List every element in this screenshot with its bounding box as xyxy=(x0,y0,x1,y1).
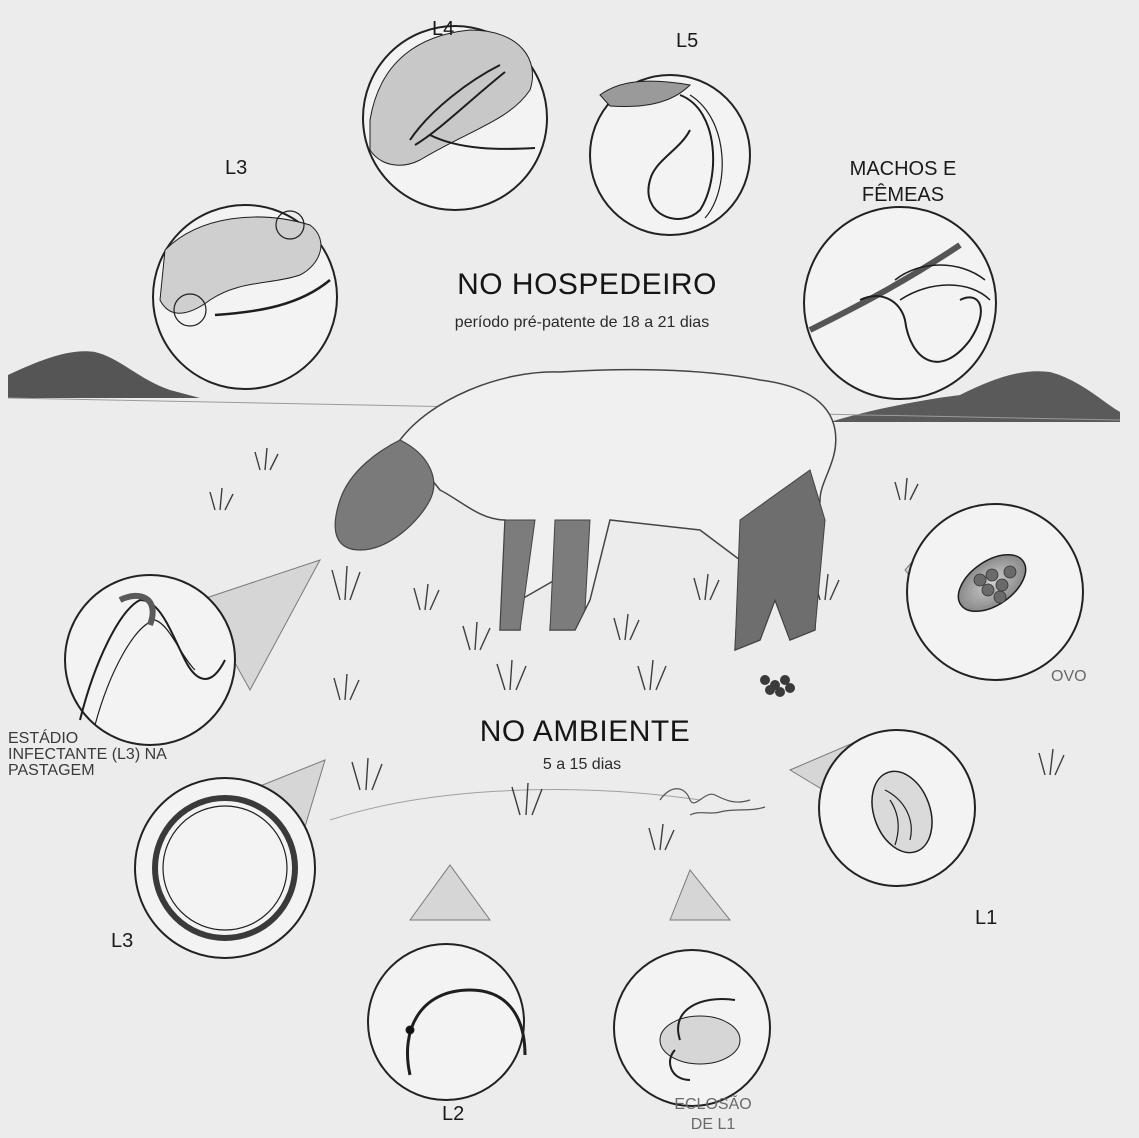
grass-tuft xyxy=(694,574,719,600)
blastomere xyxy=(982,584,994,596)
label-adults-line2: FÊMEAS xyxy=(862,184,944,207)
grass-tuft xyxy=(1039,749,1064,775)
label-hatching-line2: DE L1 xyxy=(691,1116,735,1134)
label-hatching-line1: ECLOSÃO xyxy=(674,1096,751,1114)
artist-signature xyxy=(660,789,765,815)
grass-tuft xyxy=(512,783,542,815)
sheep-head xyxy=(335,440,434,550)
label-l1: L1 xyxy=(975,907,997,930)
left-hill xyxy=(8,351,200,398)
l2-head xyxy=(406,1026,414,1034)
label-l5: L5 xyxy=(676,30,698,53)
cone-l2 xyxy=(410,865,490,920)
blastomere xyxy=(986,569,998,581)
ground-shading xyxy=(330,790,700,820)
label-l2: L2 xyxy=(442,1103,464,1126)
label-egg: OVO xyxy=(1051,668,1087,686)
sheep xyxy=(335,370,836,697)
environment-subtitle: 5 a 15 dias xyxy=(543,756,621,774)
grass-tuft xyxy=(649,824,674,850)
label-infective-line1: ESTÁDIO xyxy=(8,731,78,746)
grass-tuft xyxy=(463,622,490,650)
pellet xyxy=(775,687,785,697)
pellet xyxy=(765,685,775,695)
grass-tuft xyxy=(255,448,278,470)
label-adults-line1: MACHOS E xyxy=(850,158,957,181)
grass-tuft xyxy=(614,614,639,640)
feces-pellets xyxy=(760,675,795,697)
grass-tuft xyxy=(210,488,233,510)
blastomere xyxy=(994,591,1006,603)
blastomere xyxy=(974,574,986,586)
grass-tuft xyxy=(332,566,360,600)
blastomere xyxy=(1004,566,1016,578)
grass-tuft xyxy=(895,478,918,500)
pellet xyxy=(760,675,770,685)
pellet xyxy=(785,683,795,693)
label-l3-env: L3 xyxy=(111,930,133,953)
cone-hatching xyxy=(670,870,730,920)
grass-tuft xyxy=(497,660,526,690)
circle-l3-env xyxy=(135,778,315,958)
host-subtitle: período pré-patente de 18 a 21 dias xyxy=(455,314,709,332)
label-infective-line2: INFECTANTE (L3) NA xyxy=(8,747,167,762)
hatching-egg xyxy=(660,1016,740,1064)
grass-tuft xyxy=(352,758,382,790)
label-l4: L4 xyxy=(432,18,454,41)
host-title: NO HOSPEDEIRO xyxy=(457,268,717,302)
grass-tuft xyxy=(414,584,439,610)
circle-adults xyxy=(804,207,996,399)
circle-l2 xyxy=(368,944,524,1100)
label-infective-line3: PASTAGEM xyxy=(8,763,95,778)
label-l3-host: L3 xyxy=(225,157,247,180)
environment-title: NO AMBIENTE xyxy=(480,715,691,749)
blastomere xyxy=(996,579,1008,591)
grass-tuft xyxy=(638,660,666,690)
grass-tuft xyxy=(334,674,359,700)
